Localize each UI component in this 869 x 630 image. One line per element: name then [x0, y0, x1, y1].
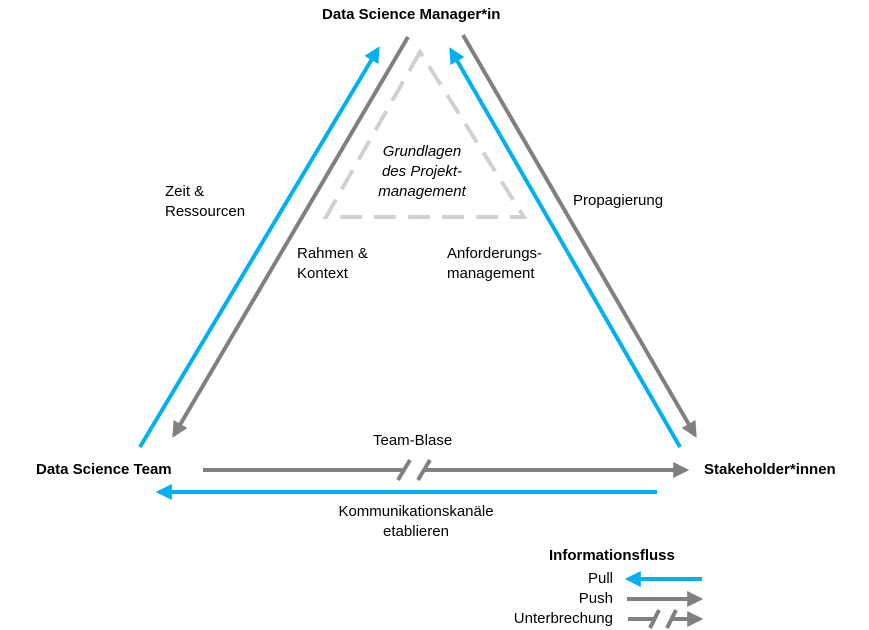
node-manager: Data Science Manager*in	[322, 6, 501, 23]
interrupted-push-arrow-team-to-stakeholder	[203, 458, 690, 482]
legend-title: Informationsfluss	[549, 547, 675, 564]
legend-pull-label: Pull	[587, 570, 613, 587]
label-rahmen-kontext: Rahmen & Kontext	[297, 244, 368, 284]
legend-push-label: Push	[578, 590, 613, 607]
center-label-line: Grundlagen	[382, 143, 462, 160]
push-arrow-manager-to-team	[172, 35, 410, 438]
pull-arrow-team-to-manager	[138, 46, 380, 449]
label-line: Kommunikationskanäle	[338, 503, 494, 520]
legend-unterbrechung-label: Unterbrechung	[513, 610, 613, 627]
label-line: Rahmen &	[297, 245, 368, 262]
push-arrow-manager-to-stakeholder	[461, 33, 697, 438]
center-label-line: des Projekt-	[381, 163, 463, 180]
label-kommunikationskanaele: Kommunikationskanäle etablieren	[316, 502, 516, 542]
center-label-line: management	[378, 183, 466, 200]
node-team: Data Science Team	[36, 461, 172, 478]
legend-interruption-arrow	[628, 609, 704, 629]
node-stakeholder: Stakeholder*innen	[704, 461, 836, 478]
label-line: Anforderungs-	[447, 245, 543, 262]
label-line: Zeit &	[165, 183, 205, 200]
label-line: etablieren	[383, 523, 449, 540]
label-line: Ressourcen	[165, 203, 246, 220]
label-zeit-ressourcen: Zeit & Ressourcen	[165, 182, 245, 222]
center-label: Grundlagen des Projekt- management	[360, 142, 484, 202]
label-propagierung: Propagierung	[573, 192, 664, 209]
dashed-inner-triangle	[322, 48, 528, 219]
pull-arrow-stakeholder-to-manager	[449, 47, 682, 448]
label-line: Kontext	[297, 265, 348, 282]
label-anforderungsmanagement: Anforderungs- management	[447, 244, 542, 284]
label-line: management	[447, 265, 535, 282]
label-team-blase: Team-Blase	[373, 432, 453, 449]
